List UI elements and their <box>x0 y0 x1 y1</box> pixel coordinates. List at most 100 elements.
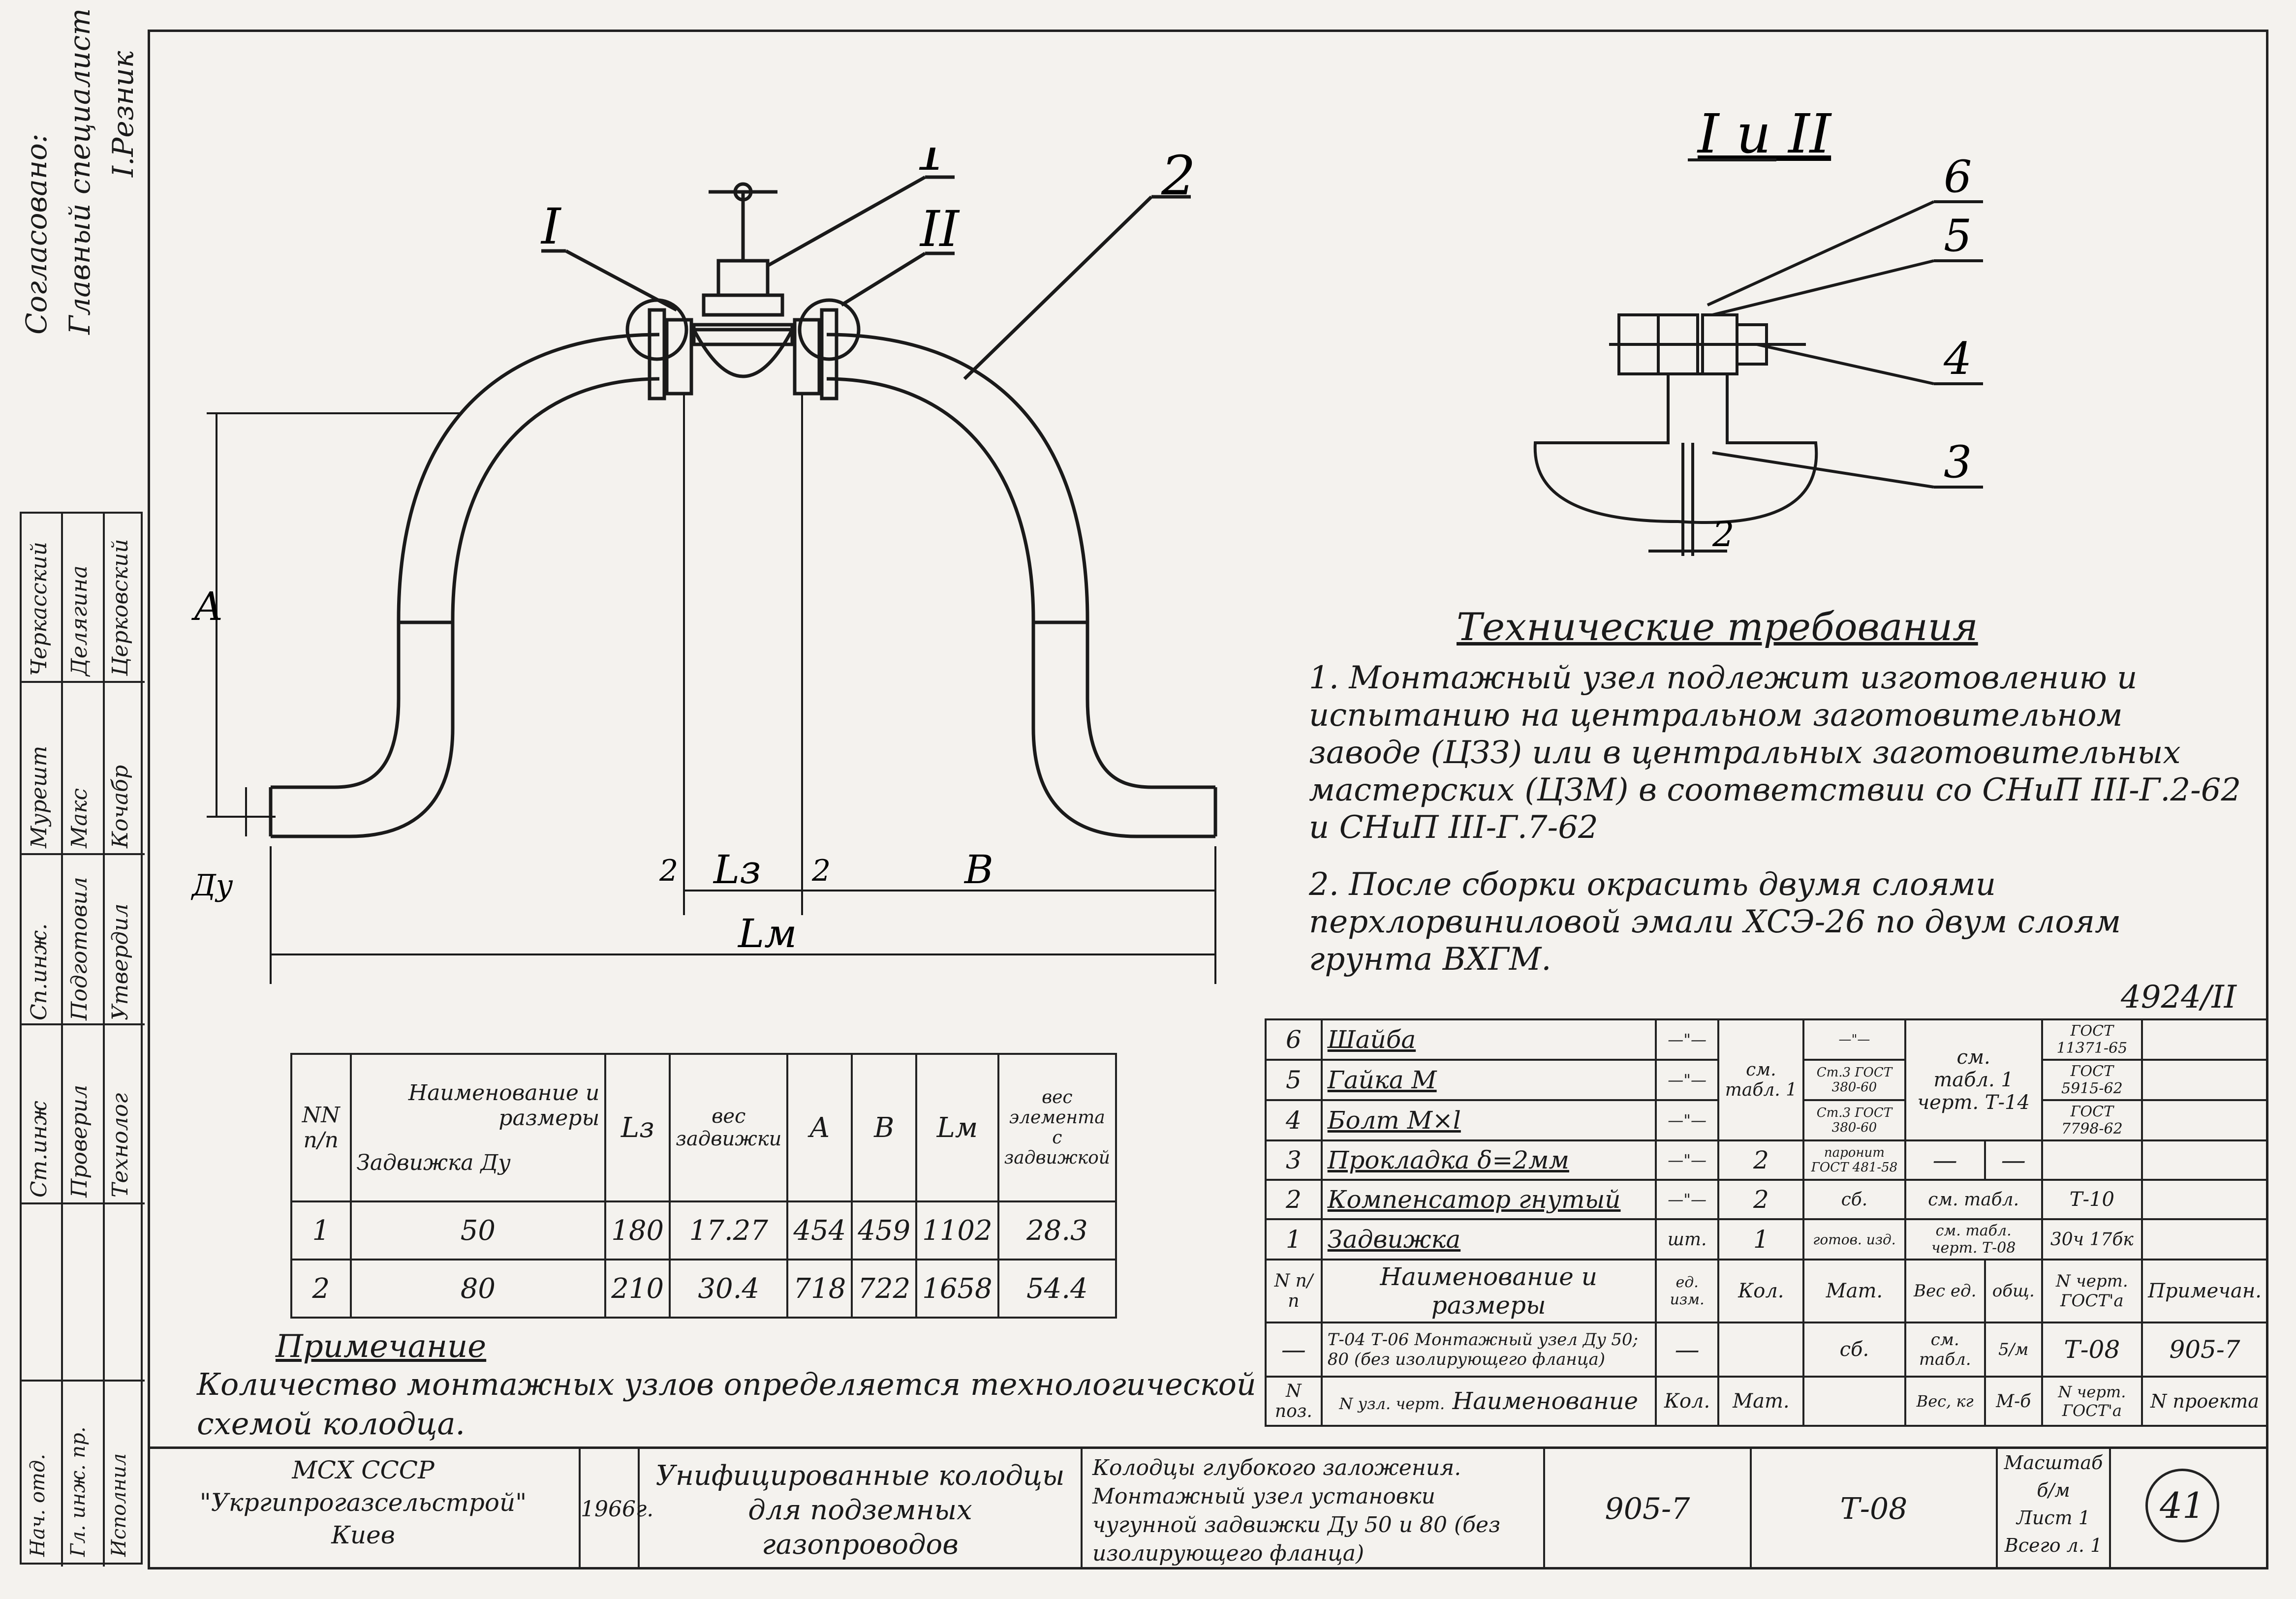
stamp-cell: Гл. инж. пр. <box>67 1426 90 1557</box>
col-weight: вес задвижки <box>669 1053 789 1202</box>
stamp-cell: Кочабр <box>108 765 133 848</box>
spec-mat: сб. <box>1802 1179 1906 1220</box>
spec-unit: —"— <box>1654 1139 1720 1181</box>
asm-unit: — <box>1654 1322 1720 1378</box>
spec-gost: ГОСТ 5915-62 <box>2041 1059 2143 1101</box>
org-3: Киев <box>331 1521 395 1549</box>
tech-p1: 1. Монтажный узел подлежит изготовлению … <box>1309 660 2241 846</box>
asm-mat: сб. <box>1802 1322 1906 1378</box>
spec-qty: см. табл. 1 <box>1717 1018 1805 1141</box>
spec-mat: Ст.3 ГОСТ 380-60 <box>1802 1059 1906 1101</box>
detail-callout-4: 4 <box>1943 333 1972 385</box>
stamp-cell: Ст.инж <box>27 1101 52 1198</box>
stamp-cell: Церковский <box>108 539 133 676</box>
approval-line3: I.Резник <box>106 51 140 177</box>
col-b: B <box>851 1053 918 1202</box>
tech-heading: Технические требования <box>1457 605 1978 649</box>
cell-dy: 80 <box>349 1259 607 1319</box>
drawing-frame <box>148 30 2268 1569</box>
spec-n: 5 <box>1265 1059 1323 1101</box>
stamp-cell: Делягина <box>67 565 92 676</box>
spec-qty: 2 <box>1717 1179 1805 1220</box>
spec-w: — <box>1904 1139 1986 1181</box>
h2-w: Вес, кг <box>1904 1376 1986 1427</box>
asm-codes: Т-04 Т-06 <box>1327 1330 1409 1350</box>
spec-weight-merged: см. табл. 1 черт. Т-14 <box>1904 1018 2043 1141</box>
cell-ew: 54.4 <box>997 1259 1117 1319</box>
cell-b: 459 <box>851 1200 918 1261</box>
title-block: МСХ СССР "Укргипрогазсельстрой" Киев 196… <box>148 1446 2268 1569</box>
spec-h-w2: общ. <box>1984 1259 2043 1323</box>
spec-mat: —"— <box>1802 1018 1906 1061</box>
stamp-cell: Подготовил <box>67 877 92 1020</box>
dim-2a: 2 <box>659 854 678 888</box>
cell-lm: 1102 <box>915 1200 999 1261</box>
spec-h-name: Наименование и размеры <box>1320 1259 1657 1323</box>
left-stamp-strip: Черкасский Делягина Церковский Мурешт Ма… <box>20 512 145 1567</box>
spec-name: Гайка М <box>1320 1059 1657 1101</box>
cell-a: 718 <box>786 1259 853 1319</box>
h2-mat: Мат. <box>1717 1376 1805 1427</box>
spec-qty: 1 <box>1717 1218 1805 1261</box>
spec-gost: ГОСТ 7798-62 <box>2041 1099 2143 1141</box>
stamp-cell: Проверил <box>67 1084 92 1198</box>
detail-gap-2: 2 <box>1712 514 1735 554</box>
tech-p2: 2. После сборки окрасить двумя слоями пе… <box>1309 866 2121 978</box>
spec-h-mat: Мат. <box>1802 1259 1906 1323</box>
stamp-cell: Утвердил <box>108 903 133 1020</box>
h2-drw: N черт. ГОСТ'а <box>2041 1376 2143 1427</box>
stamp-cell: Исполнил <box>108 1453 130 1557</box>
spec-header2-row: N поз. N узл. черт. Наименование Кол. Ма… <box>1265 1376 2268 1427</box>
stamp-cell: Черкасский <box>27 542 52 676</box>
table-row: 4 Болт М×l —"— Ст.3 ГОСТ 380-60 ГОСТ 779… <box>1265 1099 2268 1141</box>
spec-n: 4 <box>1265 1099 1323 1141</box>
sheet-total: Всего л. 1 <box>2004 1535 2103 1556</box>
spec-gost: 30ч 17бк <box>2041 1218 2143 1261</box>
spec-h-unit: ед. изм. <box>1654 1259 1720 1323</box>
org-2: "Укргипрогазсельстрой" <box>199 1488 527 1517</box>
asm-note: 905-7 <box>2141 1322 2268 1378</box>
spec-note <box>2141 1139 2268 1181</box>
cell-ew: 28.3 <box>997 1200 1117 1261</box>
spec-name: Болт М×l <box>1320 1099 1657 1141</box>
h2-w2: М-б <box>1984 1376 2043 1427</box>
spec-w: черт. Т-14 <box>1917 1091 2030 1114</box>
table-row: 2 Компенсатор гнутый —"— 2 сб. см. табл.… <box>1265 1179 2268 1220</box>
dim-Lm: Lм <box>737 911 797 956</box>
year: 1966г. <box>581 1449 653 1569</box>
note-text: Количество монтажных узлов определяется … <box>197 1366 1256 1442</box>
spec-qty: 2 <box>1717 1139 1805 1181</box>
stamp-cell: Нач. отд. <box>27 1453 49 1557</box>
spec-w2: — <box>1984 1139 2043 1181</box>
spec-mat: Ст.3 ГОСТ 380-60 <box>1802 1099 1906 1141</box>
cell-b: 722 <box>851 1259 918 1319</box>
spec-mat: готов. изд. <box>1802 1218 1906 1261</box>
project-number: 905-7 <box>1545 1449 1752 1569</box>
col-name-bottom: Задвижка Дy <box>356 1150 511 1175</box>
dim-Dy: Дy <box>190 868 233 903</box>
stamp-cell: Технолог <box>108 1093 133 1198</box>
spec-unit: —"— <box>1654 1099 1720 1141</box>
cell-lz: 210 <box>604 1259 671 1319</box>
asm-dash: — <box>1265 1322 1323 1378</box>
callout-II: II <box>919 200 961 258</box>
scale-label: Масштаб <box>2004 1452 2103 1474</box>
spec-name: Шайба <box>1320 1018 1657 1061</box>
spec-note <box>2141 1218 2268 1261</box>
table-row: 5 Гайка М —"— Ст.3 ГОСТ 380-60 ГОСТ 5915… <box>1265 1059 2268 1101</box>
spec-name: Прокладка δ=2мм <box>1320 1139 1657 1181</box>
spec-n: 6 <box>1265 1018 1323 1061</box>
spec-h-qty: Кол. <box>1717 1259 1805 1323</box>
dim-Lz: Lз <box>713 847 761 892</box>
scale-value: б/м <box>2037 1479 2070 1501</box>
asm-w: см. табл. <box>1904 1322 1986 1378</box>
sheet-number: Лист 1 <box>2017 1507 2090 1529</box>
h2-name: Наименование <box>1452 1387 1639 1415</box>
spec-gost: ГОСТ 11371-65 <box>2041 1018 2143 1061</box>
sheet-code: Т-08 <box>1752 1449 1998 1569</box>
h2-empty <box>1802 1376 1906 1427</box>
spec-mat: паронит ГОСТ 481-58 <box>1802 1139 1906 1181</box>
detail-drawing: I и II 6 5 4 3 2 <box>1533 102 1983 556</box>
cell-a: 454 <box>786 1200 853 1261</box>
table-row: 6 Шайба —"— см. табл. 1 —"— см. табл. 1 … <box>1265 1018 2268 1141</box>
